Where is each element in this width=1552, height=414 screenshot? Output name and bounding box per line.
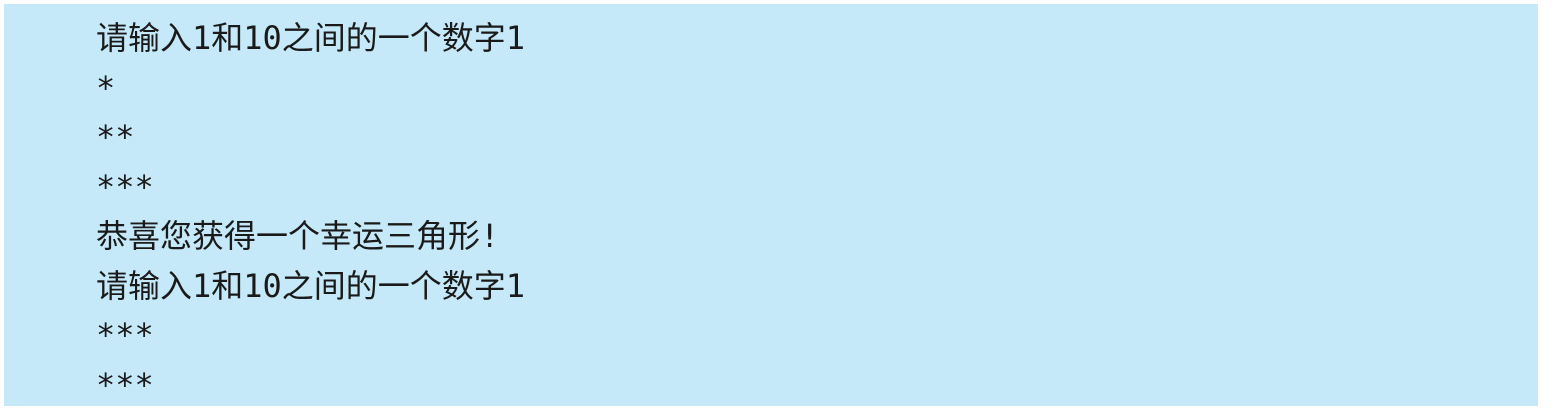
console-line: 请输入1和10之间的一个数字1 xyxy=(96,19,526,57)
console-line: 请输入1和10之间的一个数字1 xyxy=(96,266,526,305)
console-line: *** xyxy=(96,365,154,404)
console-line: *** xyxy=(96,167,154,206)
console-line: ** xyxy=(96,118,135,156)
console-line: * xyxy=(96,68,116,107)
console-line: 恭喜您获得一个幸运三角形! xyxy=(96,217,500,255)
console-line: *** xyxy=(96,316,154,354)
console-output-panel: 请输入1和10之间的一个数字1 * ** *** 恭喜您获得一个幸运三角形! 请… xyxy=(4,4,1538,406)
